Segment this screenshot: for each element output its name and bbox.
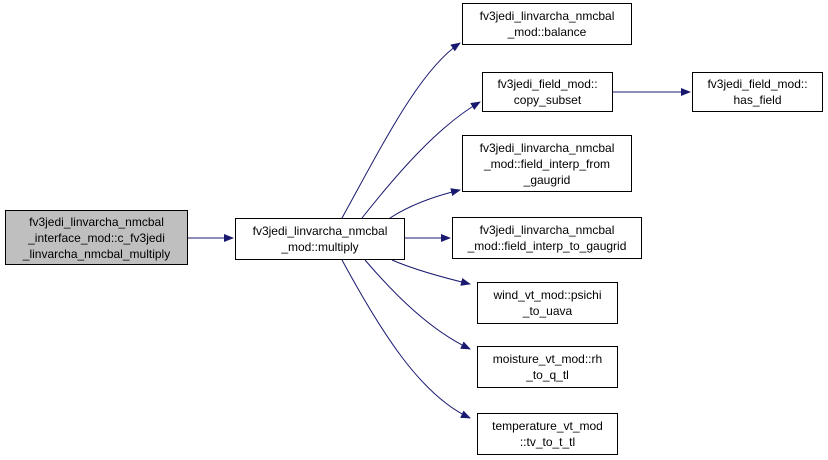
edge-multiply-to-copy-subset [361, 101, 481, 219]
node-balance-line-1: fv3jedi_linvarcha_nmcbal [479, 9, 615, 23]
node-rh-to-q-tl-line-1: moisture_vt_mod::rh [492, 352, 603, 366]
edge-multiply-to-rh-to-q-tl [364, 259, 471, 350]
node-multiply-line-1: fv3jedi_linvarcha_nmcbal [252, 224, 388, 238]
node-tv-to-t-tl-line-1: temperature_vt_mod [492, 419, 603, 433]
node-field-interp-from-gaugrid-line-3: _gaugrid [523, 172, 571, 187]
node-field-interp-to-gaugrid-line-1: fv3jedi_linvarcha_nmcbal [479, 223, 615, 237]
node-tv-to-t-tl[interactable]: temperature_vt_mod ::tv_to_t_tl [477, 413, 618, 455]
node-multiply-line-2: _mod::multiply [281, 240, 359, 254]
node-field-interp-from-gaugrid-line-1: fv3jedi_linvarcha_nmcbal [479, 140, 615, 155]
node-field-interp-from-gaugrid[interactable]: fv3jedi_linvarcha_nmcbal _mod::field_int… [462, 135, 632, 192]
node-has-field[interactable]: fv3jedi_field_mod:: has_field [692, 72, 823, 112]
node-psichi-to-uava[interactable]: wind_vt_mod::psichi _to_uava [477, 282, 618, 324]
edge-multiply-to-field-interp-from-gaugrid [389, 188, 461, 219]
edge-multiply-to-psichi-to-uava [391, 259, 471, 286]
node-copy-subset-line-1: fv3jedi_field_mod:: [497, 77, 598, 91]
node-copy-subset-line-2: copy_subset [513, 93, 582, 107]
node-balance-line-2: _mod::balance [507, 25, 587, 39]
edge-multiply-to-balance [341, 42, 461, 219]
node-field-interp-from-gaugrid-line-2: _mod::field_interp_from [483, 156, 611, 171]
node-tv-to-t-tl-line-2: ::tv_to_t_tl [519, 435, 576, 449]
node-root-line-1: fv3jedi_linvarcha_nmcbal [29, 214, 164, 229]
node-psichi-to-uava-line-1: wind_vt_mod::psichi [493, 288, 602, 302]
node-rh-to-q-tl[interactable]: moisture_vt_mod::rh _to_q_tl [477, 346, 618, 388]
node-root-line-3: _linvarcha_nmcbal_multiply [22, 246, 171, 261]
node-field-interp-to-gaugrid-line-2: _mod::field_interp_to_gaugrid [467, 239, 627, 253]
edge-multiply-to-tv-to-t-tl [341, 259, 471, 419]
node-root-c-fv3jedi-linvarcha-nmcbal-multiply: fv3jedi_linvarcha_nmcbal _interface_mod:… [5, 210, 188, 265]
node-psichi-to-uava-line-2: _to_uava [522, 304, 573, 318]
node-rh-to-q-tl-line-2: _to_q_tl [526, 368, 569, 382]
node-has-field-line-1: fv3jedi_field_mod:: [707, 77, 808, 91]
node-root-line-2: _interface_mod::c_fv3jedi [28, 230, 165, 245]
node-has-field-line-2: has_field [733, 93, 782, 107]
node-balance[interactable]: fv3jedi_linvarcha_nmcbal _mod::balance [462, 3, 632, 45]
node-field-interp-to-gaugrid[interactable]: fv3jedi_linvarcha_nmcbal _mod::field_int… [452, 217, 642, 259]
node-multiply[interactable]: fv3jedi_linvarcha_nmcbal _mod::multiply [235, 218, 405, 260]
node-copy-subset[interactable]: fv3jedi_field_mod:: copy_subset [482, 72, 613, 112]
